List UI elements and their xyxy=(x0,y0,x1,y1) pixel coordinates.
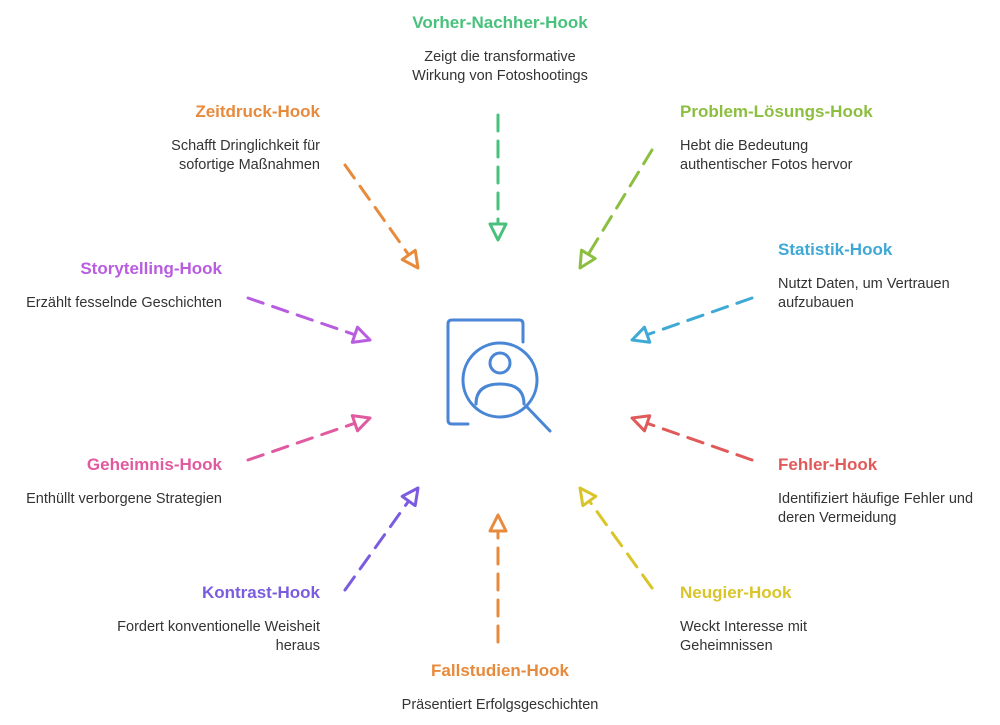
hook-description: Präsentiert Erfolgsgeschichten xyxy=(401,697,599,713)
arrow-kontrast xyxy=(343,486,420,592)
hook-title: Fehler-Hook xyxy=(778,455,878,474)
hook-title: Problem-Lösungs-Hook xyxy=(680,102,873,121)
arrow-head xyxy=(400,486,420,508)
arrow-head xyxy=(488,513,508,533)
arrow-statistik xyxy=(630,296,754,344)
arrow-head xyxy=(630,325,652,344)
hook-description: Hebt die Bedeutung authentischer Fotos h… xyxy=(680,138,853,173)
hook-vorher-nachher: Vorher-Nachher-Hook Zeigt die transforma… xyxy=(350,12,650,86)
arrow-line xyxy=(246,296,357,337)
hook-fallstudien: Fallstudien-Hook Präsentiert Erfolgsgesc… xyxy=(350,660,650,715)
hook-description: Nutzt Daten, um Vertrauen aufzubauen xyxy=(778,276,950,311)
hook-kontrast: Kontrast-Hook Fordert konventionelle Wei… xyxy=(20,582,320,656)
hook-problem-loesung: Problem-Lösungs-Hook Hebt die Bedeutung … xyxy=(680,101,980,175)
hook-description: Fordert konventionelle Weisheit heraus xyxy=(117,619,320,654)
hook-fehler: Fehler-Hook Identifiziert häufige Fehler… xyxy=(778,454,998,528)
arrow-head xyxy=(488,222,508,242)
arrow-neugier xyxy=(578,486,654,590)
hook-statistik: Statistik-Hook Nutzt Daten, um Vertrauen… xyxy=(778,239,1000,313)
person-search-icon xyxy=(446,318,552,433)
arrow-fehler xyxy=(630,414,754,462)
arrow-fallstudien xyxy=(488,513,508,644)
arrow-head xyxy=(578,486,598,508)
arrow-line xyxy=(246,421,357,462)
arrow-zeitdruck xyxy=(343,163,420,270)
hook-title: Zeitdruck-Hook xyxy=(195,102,320,121)
hook-title: Neugier-Hook xyxy=(680,583,792,602)
hook-description: Zeigt die transformative Wirkung von Fot… xyxy=(412,49,588,84)
arrow-head xyxy=(578,248,597,270)
hook-zeitdruck: Zeitdruck-Hook Schafft Dringlichkeit für… xyxy=(20,101,320,175)
hook-neugier: Neugier-Hook Weckt Interesse mit Geheimn… xyxy=(680,582,980,656)
arrow-line xyxy=(587,499,654,590)
arrow-line xyxy=(645,421,754,462)
hook-description: Weckt Interesse mit Geheimnissen xyxy=(680,619,808,654)
arrow-head xyxy=(630,414,652,433)
hook-title: Kontrast-Hook xyxy=(201,583,320,602)
arrow-problem-loesung xyxy=(578,148,654,270)
arrow-head xyxy=(350,414,372,433)
hook-title: Geheimnis-Hook xyxy=(86,455,222,474)
hook-title: Vorher-Nachher-Hook xyxy=(412,13,588,32)
arrow-head xyxy=(350,325,372,344)
hook-storytelling: Storytelling-Hook Erzählt fesselnde Gesc… xyxy=(0,258,222,313)
arrow-storytelling xyxy=(246,296,372,344)
arrow-line xyxy=(586,148,654,256)
hook-title: Statistik-Hook xyxy=(778,240,893,259)
hook-description: Erzählt fesselnde Geschichten xyxy=(26,295,222,311)
arrow-head xyxy=(400,248,420,270)
hook-description: Identifiziert häufige Fehler und deren V… xyxy=(778,491,974,526)
arrow-geheimnis xyxy=(246,414,372,462)
hook-title: Storytelling-Hook xyxy=(80,259,222,278)
hook-title: Fallstudien-Hook xyxy=(431,661,569,680)
hook-geheimnis: Geheimnis-Hook Enthüllt verborgene Strat… xyxy=(0,454,222,509)
arrow-vorher-nachher xyxy=(488,113,508,242)
hook-description: Enthüllt verborgene Strategien xyxy=(26,491,222,507)
arrow-line xyxy=(343,163,411,257)
arrow-line xyxy=(343,499,411,592)
arrow-line xyxy=(645,296,754,337)
hook-description: Schafft Dringlichkeit für sofortige Maßn… xyxy=(171,138,320,173)
